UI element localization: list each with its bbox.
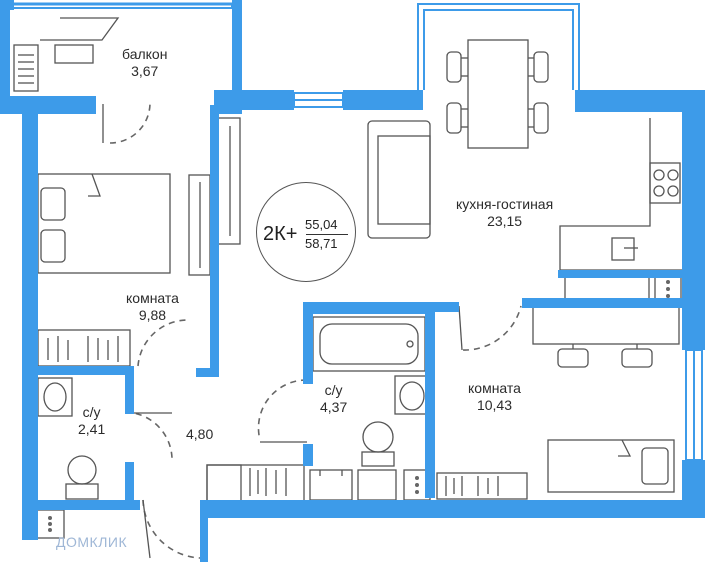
room-area: 4,80 [186,426,214,442]
toilet-bath2 [65,455,99,500]
area-total: 58,71 [305,236,338,251]
room-name: с/у [324,382,343,398]
area-living: 55,04 [305,217,338,232]
sink-bath2 [37,377,73,417]
bed-room1 [37,173,171,274]
watermark: ДОМКЛИК [56,534,128,550]
room-area: 3,67 [131,63,159,79]
door-swing-bath1 [257,379,308,441]
label-kitchen: кухня-гостиная 23,15 [456,196,553,230]
door-swing-entrance [142,499,201,559]
label-balcony: балкон 3,67 [122,46,167,80]
room-name: комната [468,380,521,396]
wardrobe-room2 [436,472,528,500]
door-swing-balcony [109,102,151,144]
layout-type: 2К+ [263,223,298,245]
door-swing-bath2 [124,411,173,463]
label-bath1: с/у 4,37 [320,382,347,416]
room-name: с/у [82,404,101,420]
door-swing-room2 [462,305,522,351]
balcony-shelf [13,44,39,92]
hall-cabinets [206,464,353,502]
label-bath2: с/у 2,41 [78,404,105,438]
label-hall: 4,80 [186,426,213,443]
door-swing-room1 [137,319,189,367]
bathtub [312,316,426,372]
area-badge: 2К+ 55,04 58,71 [256,182,356,282]
room-area: 23,15 [487,213,523,229]
kitchen-counter [559,118,682,271]
room-area: 10,43 [476,397,512,413]
area-divider [306,234,348,235]
sofa [367,120,431,239]
desk-room2 [532,305,680,368]
room-area: 4,37 [320,399,348,415]
balcony-washer [40,17,120,64]
dining-table [446,39,549,149]
bed-room2 [547,439,675,493]
room-name: комната [126,290,179,306]
room-name: кухня-гостиная [456,196,554,212]
label-room1: комната 9,88 [126,290,179,324]
room-area: 9,88 [138,307,167,323]
wardrobe-bottom [37,329,131,367]
label-room2: комната 10,43 [468,380,521,414]
room-area: 2,41 [78,421,106,437]
toilet-bath1 [361,421,395,467]
room-name: балкон [122,46,168,62]
